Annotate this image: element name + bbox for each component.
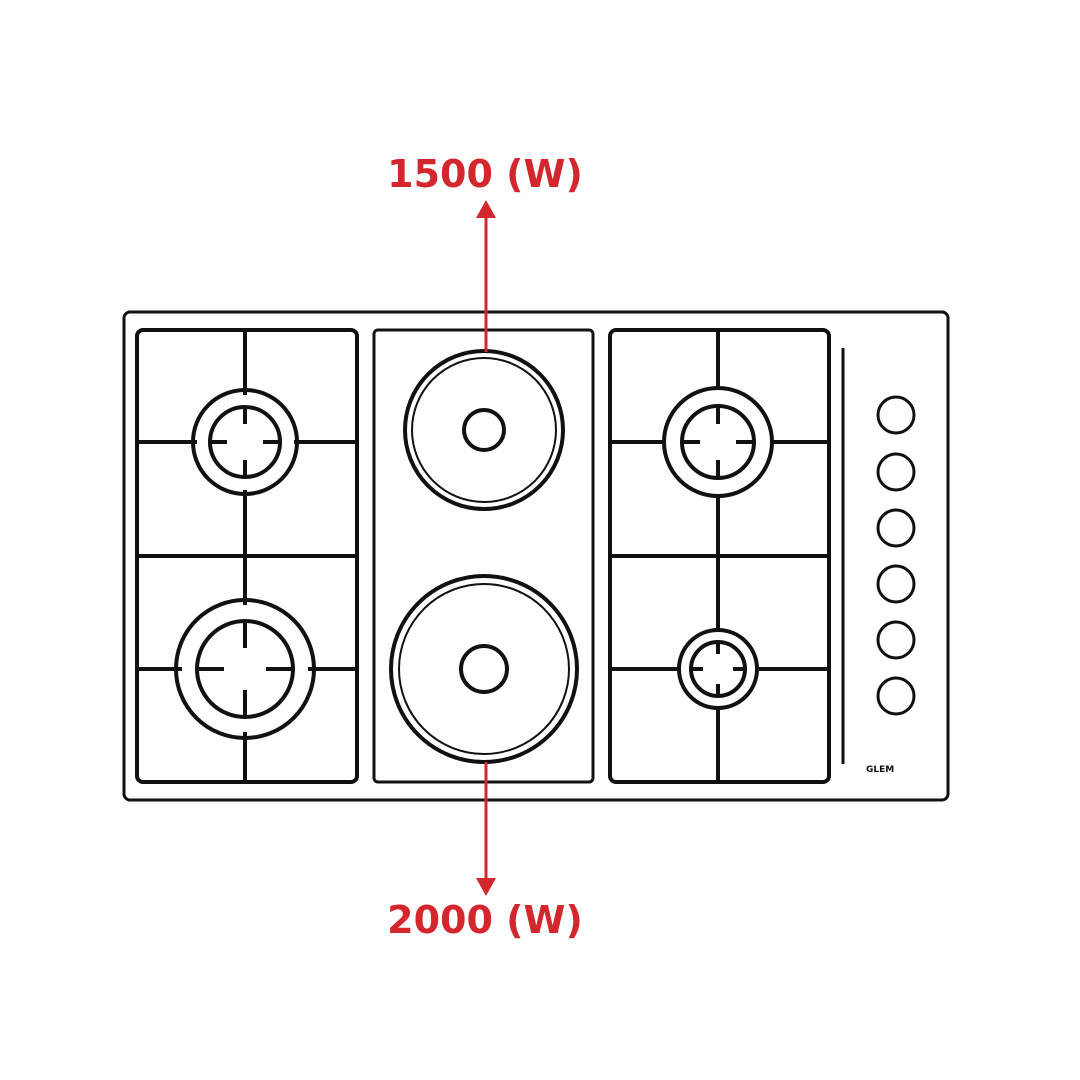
top-plate-power-label: 1500 (W): [387, 152, 583, 196]
control-knob-6[interactable]: [876, 676, 916, 716]
control-knob-1[interactable]: [876, 395, 916, 435]
power-arrows: [476, 200, 496, 896]
brand-logo: GLEM: [866, 765, 895, 775]
control-knob-2[interactable]: [876, 452, 916, 492]
left-grate: [135, 328, 359, 784]
electric-panel: [372, 328, 595, 784]
electric-plate-bottom: [389, 574, 579, 764]
gas-burner-right-bottom: [677, 628, 759, 710]
control-knob-4[interactable]: [876, 564, 916, 604]
right-grate: [608, 328, 831, 784]
gas-burner-right-top: [662, 386, 774, 498]
control-knob-3[interactable]: [876, 508, 916, 548]
top-arrowhead: [476, 200, 496, 218]
bottom-arrowhead: [476, 878, 496, 896]
electric-plate-top: [403, 349, 565, 511]
hob-frame: [122, 310, 950, 802]
control-knob-5[interactable]: [876, 620, 916, 660]
gas-burner-left-top: [191, 388, 299, 496]
gas-burner-left-bottom: [174, 598, 316, 740]
bottom-plate-power-label: 2000 (W): [387, 898, 583, 942]
